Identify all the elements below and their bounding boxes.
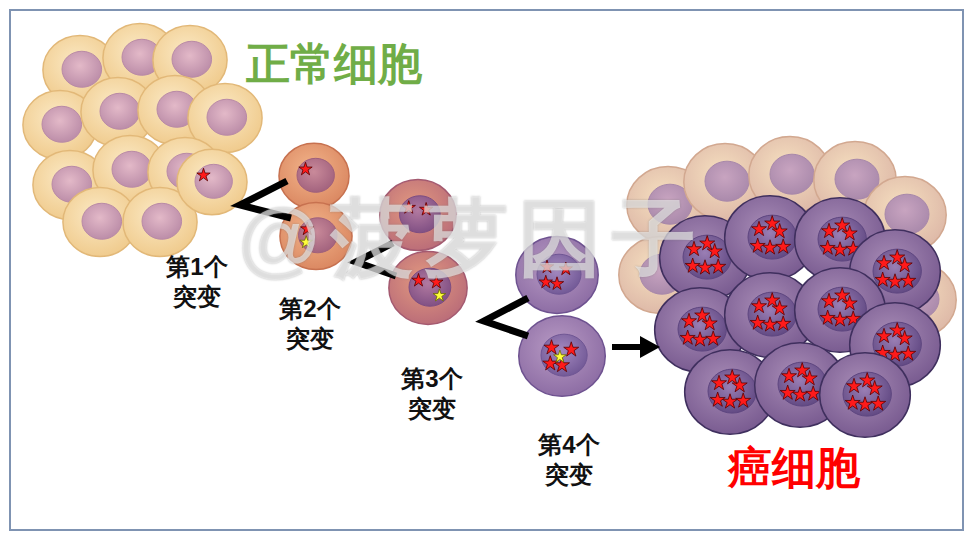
mutation-star [876, 255, 891, 269]
mutation-star [890, 250, 905, 264]
mutation-star [725, 370, 740, 384]
mutation-star [781, 368, 796, 382]
branch-arrow [484, 298, 528, 336]
mutation-label: 第1个 突变 [155, 252, 239, 312]
mutation-star [554, 350, 567, 362]
arrow-shaft [612, 344, 642, 350]
mutation-star [776, 316, 791, 330]
arrow-head [640, 336, 660, 358]
mutation-star [736, 393, 751, 407]
mutation-label: 第3个 突变 [390, 364, 474, 424]
mutation-star [695, 308, 710, 322]
mutation-star [750, 315, 765, 329]
mutation-star [871, 396, 886, 410]
mutation-star [751, 298, 766, 312]
mutation-star [706, 331, 721, 345]
mutation-star [821, 223, 836, 237]
mutation-star [821, 293, 836, 307]
mutation-star [890, 323, 905, 337]
cancer-cell-group: 癌细胞 [724, 440, 864, 497]
mutation-star [544, 340, 559, 354]
mutation-star [846, 378, 861, 392]
mutation-star [832, 242, 847, 256]
group-heading: 正常细胞 [246, 40, 422, 88]
mutation-star [792, 387, 807, 401]
mutation-star [835, 218, 850, 232]
mutation-star [832, 312, 847, 326]
mutation-star [835, 288, 850, 302]
mutation-star [751, 221, 766, 235]
mutation-star [197, 168, 210, 181]
mutation-label: 第4个 突变 [527, 430, 611, 490]
mutation-star [860, 373, 875, 387]
mutation-star [901, 273, 916, 287]
mutation-star [750, 238, 765, 252]
mutation-star [762, 317, 777, 331]
mutation-star [762, 240, 777, 254]
mutation-star [795, 363, 810, 377]
mutation-star [680, 330, 695, 344]
mutation-star [722, 394, 737, 408]
cell [820, 353, 911, 437]
group-heading: 癌细胞 [728, 444, 860, 492]
mutation-star [875, 272, 890, 286]
mutation-star [710, 392, 725, 406]
mutation-star [806, 386, 821, 400]
mutation-star [820, 310, 835, 324]
cell [519, 316, 606, 397]
mutation-star [765, 293, 780, 307]
frame [10, 10, 963, 530]
mutation-star [876, 328, 891, 342]
mutation-star [711, 259, 726, 273]
mutation-star [776, 239, 791, 253]
mutation-star [901, 346, 916, 360]
mutation-star [845, 395, 860, 409]
mutation-star [887, 274, 902, 288]
mutation-label: 第2个 突变 [268, 294, 352, 354]
mutation-star [681, 313, 696, 327]
mutation-star [299, 162, 312, 175]
mutation-star [765, 216, 780, 230]
mutation-star [564, 342, 579, 356]
mutation-star [433, 289, 446, 301]
watermark: @菠萝因子 [238, 196, 706, 280]
mutation-star [820, 240, 835, 254]
mutation-star [857, 397, 872, 411]
normal-cell-group: 正常细胞 [242, 36, 426, 93]
mutation-star [780, 385, 795, 399]
mutation-star [711, 375, 726, 389]
mutation-star [692, 332, 707, 346]
